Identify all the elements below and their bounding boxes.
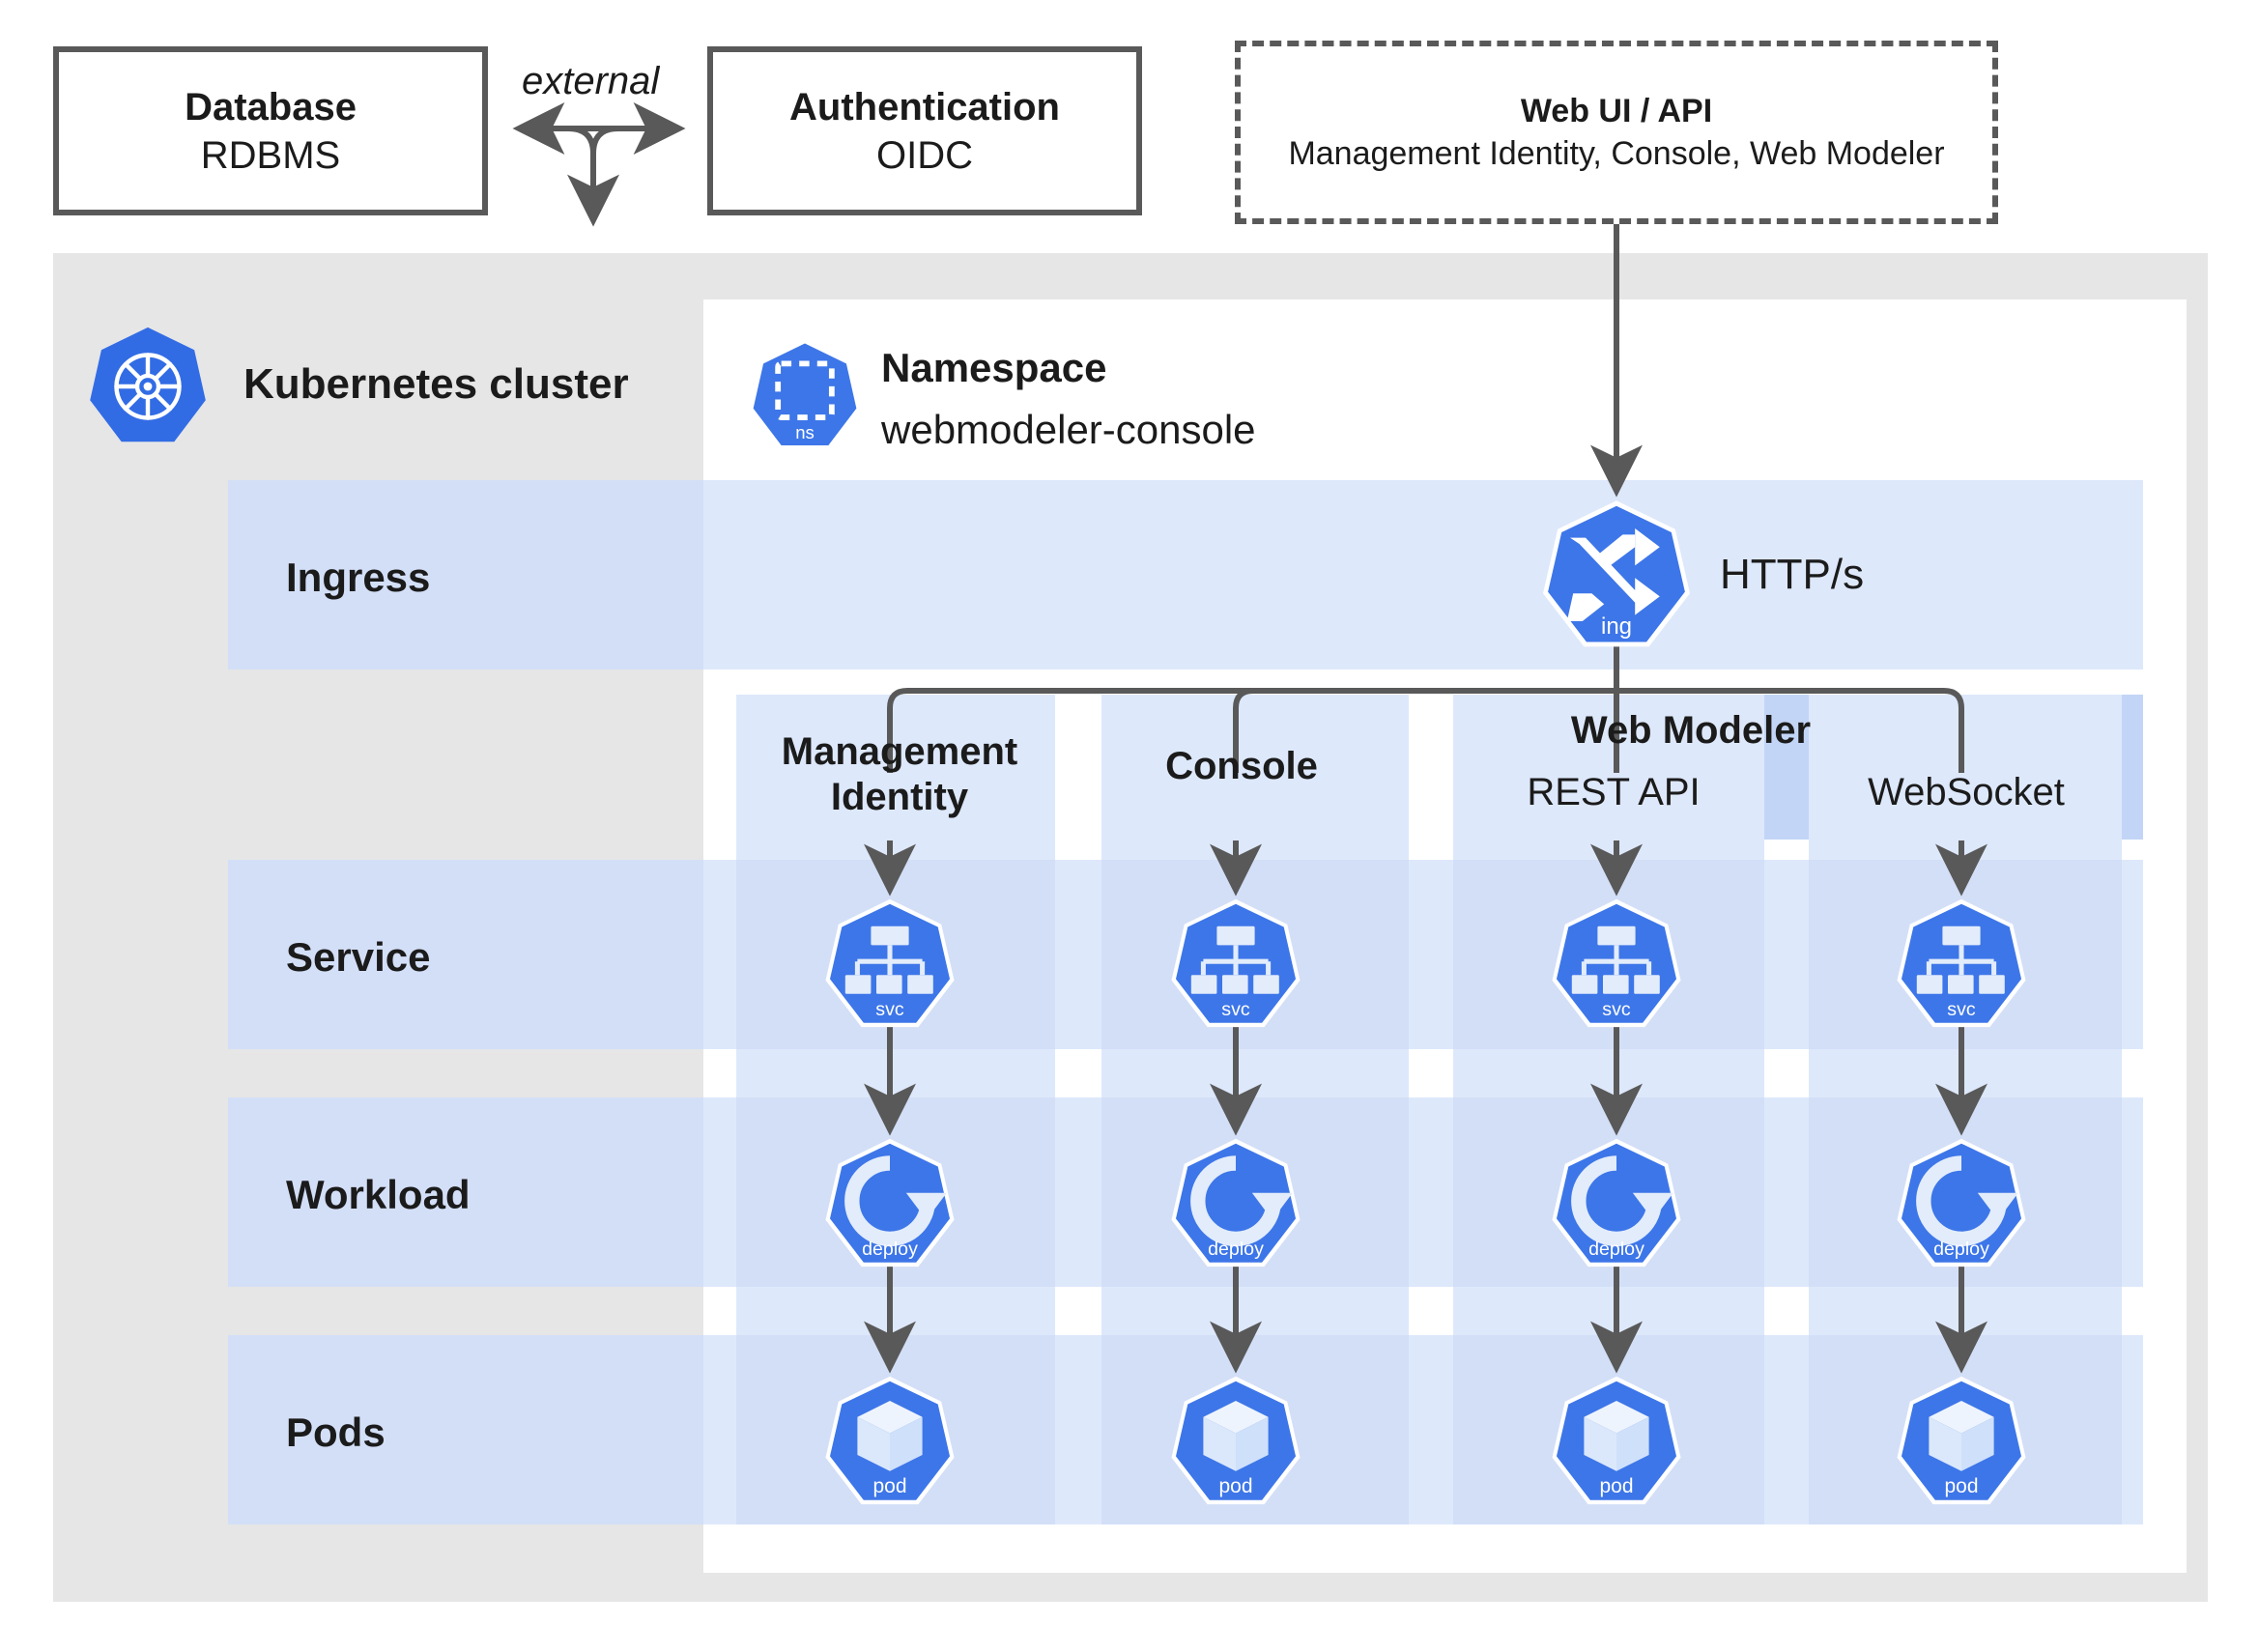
- authentication-box[interactable]: Authentication OIDC: [707, 46, 1142, 215]
- database-box[interactable]: Database RDBMS: [53, 46, 488, 215]
- web-ui-api-title: Web UI / API: [1520, 92, 1713, 129]
- service-icon-websocket[interactable]: svc: [1894, 897, 2029, 1032]
- column-label-line1: Management: [781, 730, 1018, 773]
- namespace-icon: ns: [749, 340, 861, 452]
- deployment-icon-rest-api[interactable]: deploy: [1549, 1136, 1684, 1271]
- deployment-icon-websocket[interactable]: deploy: [1894, 1136, 2029, 1271]
- column-label-line1: Console: [1165, 745, 1318, 787]
- pod-icon-console[interactable]: pod: [1168, 1374, 1303, 1509]
- deployment-icon-badge: deploy: [1588, 1239, 1644, 1260]
- column-label-console: Console: [1101, 744, 1382, 789]
- pod-icon-badge: pod: [1944, 1475, 1978, 1497]
- column-label-line1: WebSocket: [1868, 771, 2065, 813]
- kubernetes-helm-icon: [85, 324, 211, 449]
- column-label-line1: REST API: [1527, 771, 1701, 813]
- external-connector-label: external: [522, 60, 660, 102]
- deployment-icon-badge: deploy: [1933, 1239, 1989, 1260]
- service-icon-badge: svc: [1602, 999, 1631, 1020]
- pod-icon-websocket[interactable]: pod: [1894, 1374, 2029, 1509]
- deployment-icon-badge: deploy: [1208, 1239, 1264, 1260]
- group-label-web-modeler: Web Modeler: [1570, 709, 1812, 752]
- row-band-ingress: [228, 480, 703, 669]
- pod-icon-badge: pod: [872, 1475, 906, 1497]
- web-ui-api-box[interactable]: Web UI / API Management Identity, Consol…: [1235, 41, 1998, 224]
- service-icon-badge: svc: [1221, 999, 1250, 1020]
- namespace-title: Namespace: [881, 345, 1107, 390]
- column-label-line2: Identity: [830, 776, 969, 819]
- service-icon-badge: svc: [875, 999, 904, 1020]
- pod-icon-badge: pod: [1218, 1475, 1252, 1497]
- row-band-service: [228, 860, 703, 1049]
- namespace-icon-badge: ns: [795, 422, 815, 442]
- row-label-ingress: Ingress: [286, 555, 431, 600]
- ingress-protocol-label: HTTP/s: [1720, 551, 1865, 598]
- ingress-icon[interactable]: ing: [1539, 498, 1694, 652]
- row-band-ingress-inner: [703, 480, 2143, 669]
- column-label-rest-api: REST API: [1469, 770, 1759, 815]
- deployment-icon-console[interactable]: deploy: [1168, 1136, 1303, 1271]
- row-label-pods: Pods: [286, 1410, 386, 1455]
- database-title: Database: [185, 85, 357, 128]
- row-band-pods: [228, 1335, 703, 1524]
- column-label-websocket: WebSocket: [1816, 770, 2116, 815]
- deployment-icon-management-identity[interactable]: deploy: [822, 1136, 958, 1271]
- row-band-workload: [228, 1097, 703, 1287]
- database-subtitle: RDBMS: [200, 133, 341, 177]
- kubernetes-cluster-label: Kubernetes cluster: [243, 360, 629, 408]
- authentication-title: Authentication: [789, 85, 1060, 128]
- pod-icon-rest-api[interactable]: pod: [1549, 1374, 1684, 1509]
- row-label-workload: Workload: [286, 1172, 471, 1217]
- pod-icon-management-identity[interactable]: pod: [822, 1374, 958, 1509]
- service-icon-console[interactable]: svc: [1168, 897, 1303, 1032]
- ingress-icon-badge: ing: [1601, 613, 1632, 640]
- pod-icon-badge: pod: [1599, 1475, 1633, 1497]
- service-icon-rest-api[interactable]: svc: [1549, 897, 1684, 1032]
- service-icon-management-identity[interactable]: svc: [822, 897, 958, 1032]
- column-label-management-identity: Management Identity: [759, 729, 1040, 820]
- row-label-service: Service: [286, 934, 431, 980]
- authentication-subtitle: OIDC: [876, 133, 973, 177]
- namespace-name: webmodeler-console: [881, 407, 1256, 452]
- deployment-icon-badge: deploy: [862, 1239, 918, 1260]
- service-icon-badge: svc: [1947, 999, 1976, 1020]
- web-ui-api-subtitle: Management Identity, Console, Web Modele…: [1288, 135, 1945, 172]
